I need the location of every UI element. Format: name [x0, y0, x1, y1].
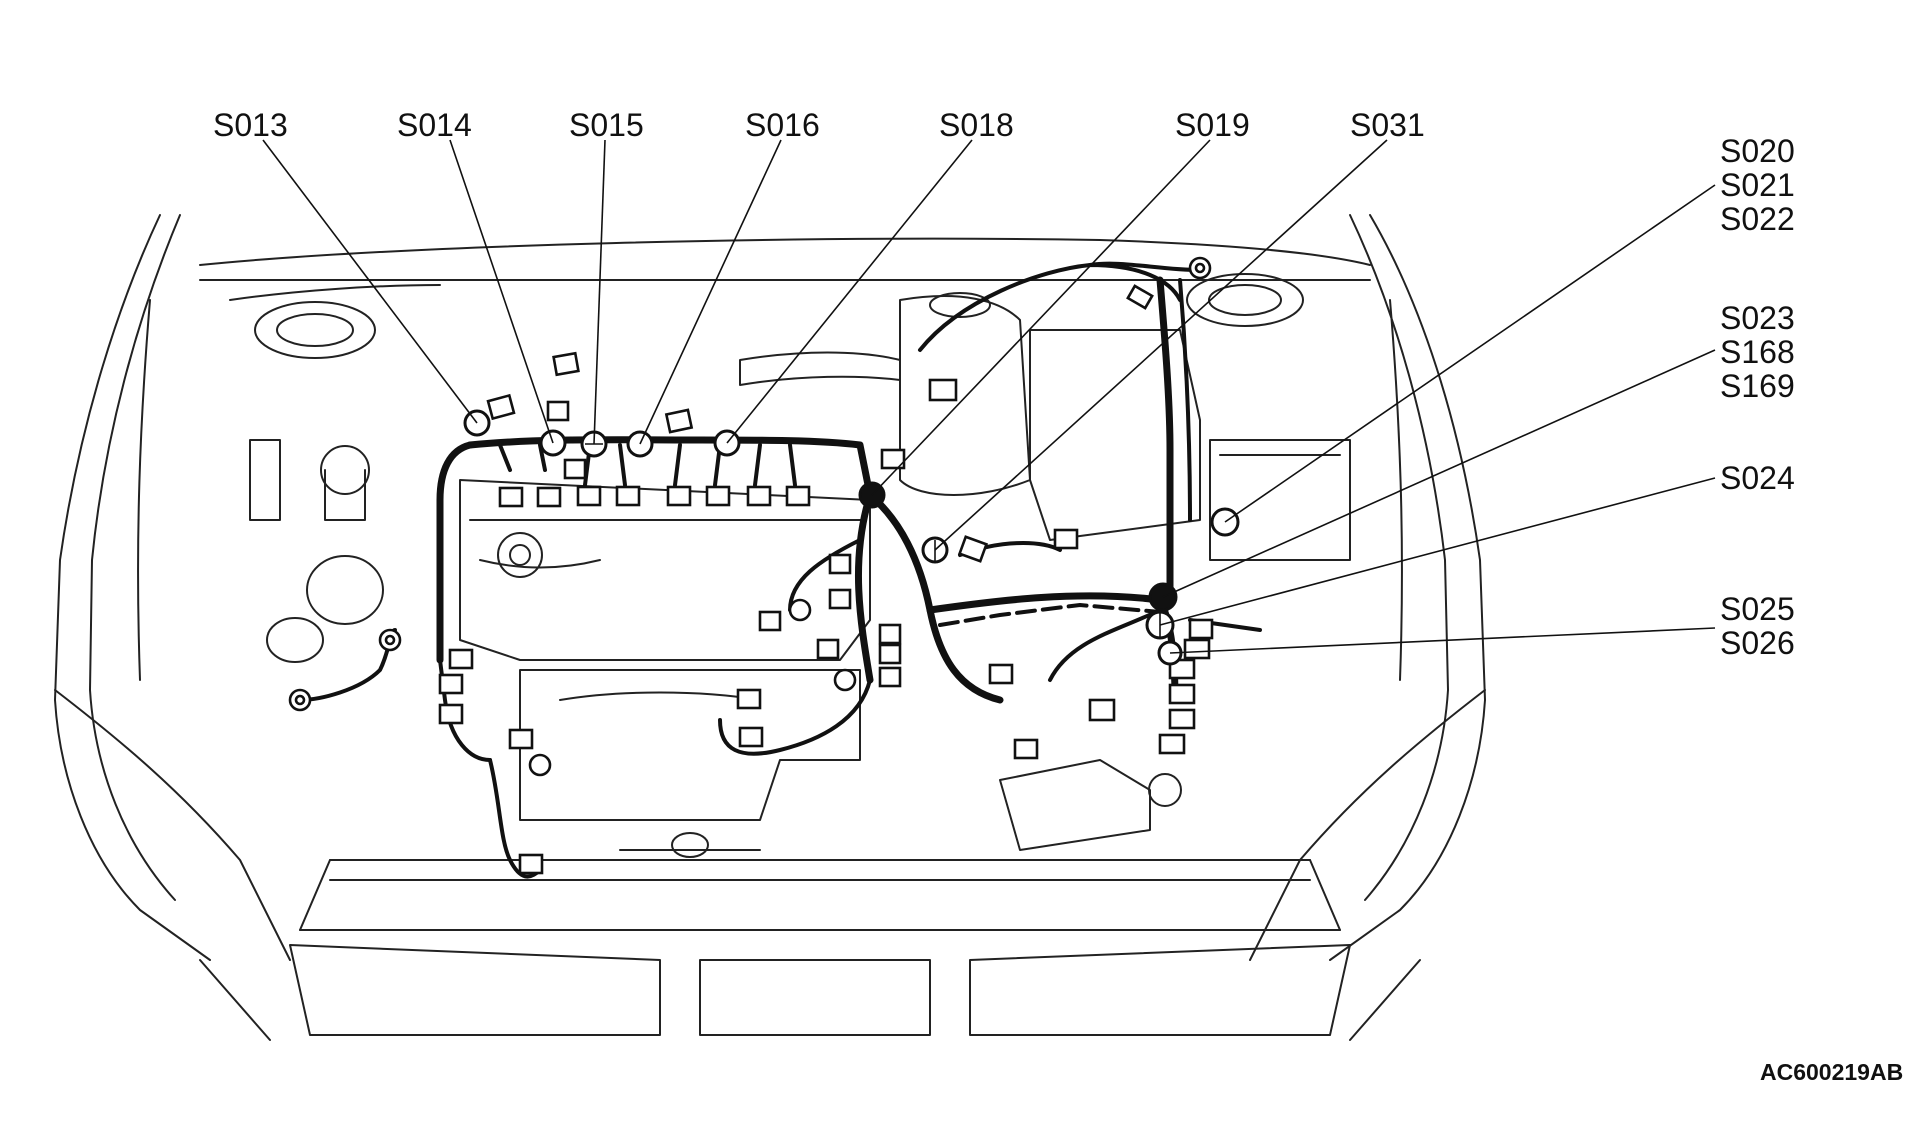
- engine-components: [249, 292, 1351, 858]
- label-s026: S026: [1720, 625, 1795, 661]
- vehicle-body-outline: [54, 214, 1486, 1041]
- connectors: [288, 256, 1214, 875]
- label-s169: S169: [1720, 368, 1795, 404]
- label-s020: S020: [1720, 133, 1795, 169]
- label-s022: S022: [1720, 201, 1795, 237]
- splice-labels: S013 S014 S015 S016 S018 S019 S031 S020 …: [213, 107, 1903, 1085]
- label-s019: S019: [1175, 107, 1250, 143]
- label-s021: S021: [1720, 167, 1795, 203]
- label-s018: S018: [939, 107, 1014, 143]
- label-s014: S014: [397, 107, 472, 143]
- label-s023: S023: [1720, 300, 1795, 336]
- label-s016: S016: [745, 107, 820, 143]
- label-s168: S168: [1720, 334, 1795, 370]
- figure-code: AC600219AB: [1760, 1059, 1903, 1085]
- label-s015: S015: [569, 107, 644, 143]
- label-s024: S024: [1720, 460, 1795, 496]
- label-s025: S025: [1720, 591, 1795, 627]
- label-s031: S031: [1350, 107, 1425, 143]
- label-s013: S013: [213, 107, 288, 143]
- leader-lines: [262, 139, 1716, 654]
